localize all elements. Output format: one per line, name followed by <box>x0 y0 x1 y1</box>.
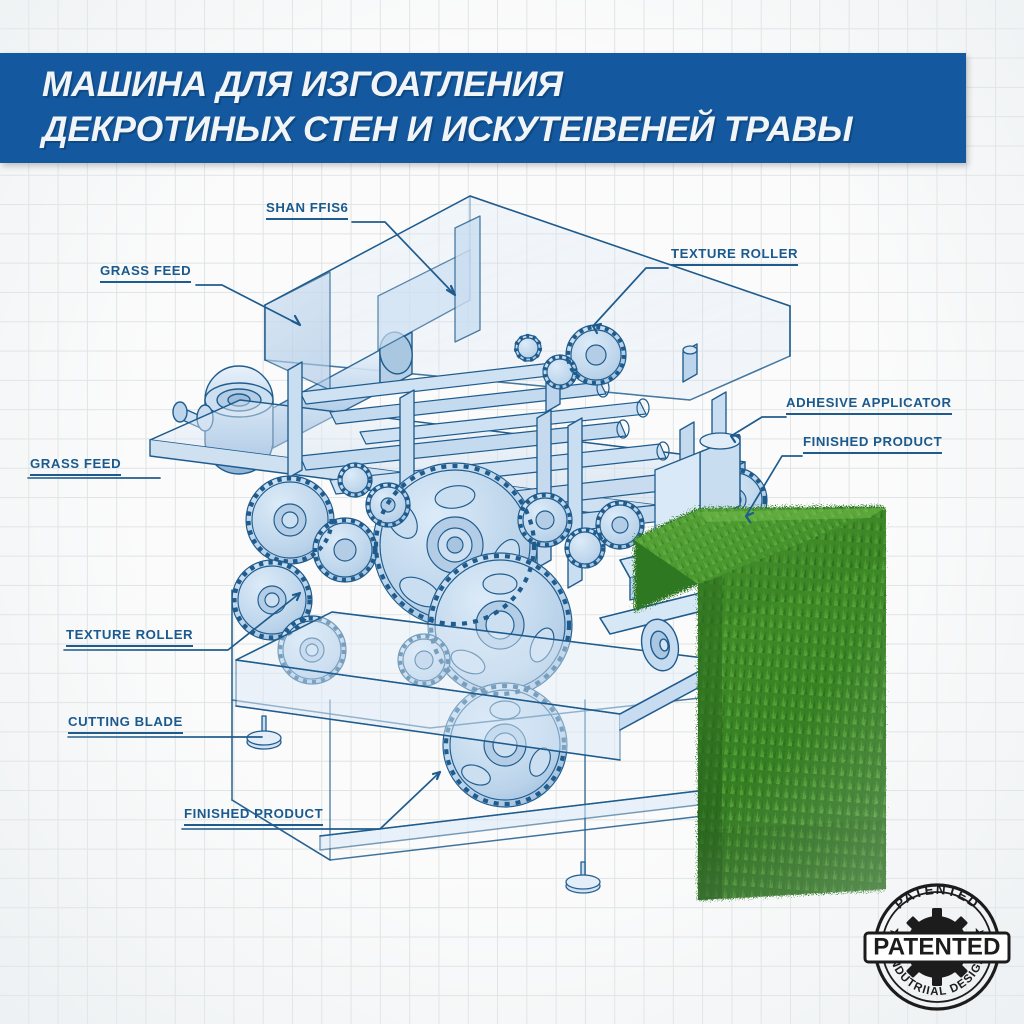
title-line-2: ДЕКРОТИНЫХ СТЕН И ИСКУТЕIВЕНЕЙ ТРАВЫ <box>42 109 853 149</box>
leader-finished-product-right <box>746 456 802 516</box>
callout-label-adhesive-applicator[interactable]: ADHESIVE APPLICATOR <box>786 395 952 415</box>
leader-arrow-adhesive-applicator <box>731 435 739 442</box>
callout-label-finished-product-right[interactable]: FINISHED PRODUCT <box>803 434 943 454</box>
stamp-banner-text: PATENTED <box>873 934 1000 961</box>
leader-adhesive-applicator <box>731 417 786 436</box>
stamp-arc-top: PATENTED <box>891 882 980 912</box>
leader-grass-feed-top <box>196 285 300 325</box>
patented-stamp: PATENTED INDUTRIIAL DESIGN PATENTED <box>863 882 1011 1011</box>
leader-arrow-texture-roller-top <box>593 324 601 333</box>
title-line-1: МАШИНА ДЛЯ ИЗГОАТЛЕНИЯ <box>42 64 563 104</box>
callout-label-grass-feed-left[interactable]: GRASS FEED <box>30 456 122 476</box>
leader-arrow-grass-feed-top <box>292 316 300 325</box>
callout-label-cutting-blade[interactable]: CUTTING BLADE <box>68 714 183 734</box>
callout-label-grass-feed-top[interactable]: GRASS FEED <box>100 263 192 283</box>
callout-label-finished-product-bottom[interactable]: FINISHED PRODUCT <box>184 806 324 826</box>
callout-label-shan-ffis6[interactable]: SHAN FFIS6 <box>266 200 349 220</box>
title-banner: МАШИНА ДЛЯ ИЗГОАТЛЕНИЯ ДЕКРОТИНЫХ СТЕН И… <box>0 53 966 163</box>
stamp-banner: PATENTED <box>863 931 1011 964</box>
leader-texture-roller-top <box>593 268 668 326</box>
callout-label-texture-roller-left[interactable]: TEXTURE ROLLER <box>66 627 194 647</box>
leader-shan-ffis6 <box>352 222 455 295</box>
callout-label-texture-roller-top[interactable]: TEXTURE ROLLER <box>671 246 799 266</box>
svg-text:PATENTED: PATENTED <box>891 882 982 912</box>
